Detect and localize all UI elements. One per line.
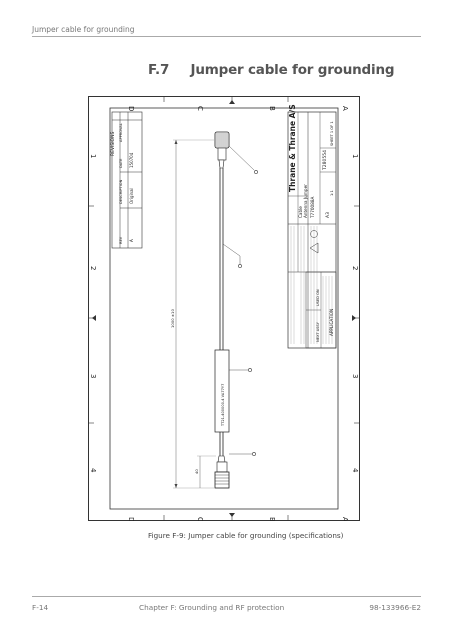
callouts bbox=[222, 145, 258, 456]
figure-caption: Figure F-9: Jumper cable for grounding (… bbox=[148, 531, 344, 540]
top-connector-boot bbox=[218, 159, 225, 169]
cable-label: TT21-400000-4 VA77Y7 bbox=[221, 384, 225, 427]
company-name: Thrane & Thrane A/S bbox=[288, 104, 297, 192]
title-line-3: T770088A bbox=[310, 196, 315, 219]
callout-connector-bottom bbox=[252, 452, 256, 456]
bottom-connector-body bbox=[216, 461, 228, 473]
revision-date: 150704 bbox=[129, 152, 134, 168]
center-mark-bottom bbox=[229, 513, 235, 517]
next-assy-label: NEXT ASSY bbox=[316, 321, 320, 342]
zone-letter-top-b: B bbox=[268, 106, 276, 111]
zone-number-right-3: 3 bbox=[351, 374, 359, 378]
zone-letter-top-a: A bbox=[341, 106, 349, 111]
title-line-2: Antenna Jumper bbox=[303, 184, 308, 218]
running-header: Jumper cable for grounding bbox=[32, 25, 135, 34]
bottom-connector-nut bbox=[214, 471, 230, 489]
bottom-connector-boot bbox=[217, 455, 226, 463]
dimension-connector: 40 bbox=[194, 469, 199, 474]
dimension-total: 1000 ±10 bbox=[170, 309, 175, 328]
footer-rule bbox=[32, 596, 421, 597]
revisions-col-date: DATE bbox=[119, 158, 123, 168]
zone-number-left-4: 4 bbox=[89, 468, 97, 473]
page-number: F-14 bbox=[32, 603, 49, 612]
callout-connector-top bbox=[254, 170, 258, 174]
center-mark-top bbox=[229, 100, 235, 104]
zone-letter-top-d: D bbox=[127, 106, 135, 111]
projection-symbol-cone bbox=[309, 242, 319, 254]
document-number-footer: 98-133966-E2 bbox=[369, 603, 421, 612]
revisions-col-rev: REV bbox=[119, 236, 123, 244]
title-block: Thrane & Thrane A/S Cable Antenna Jumper… bbox=[287, 104, 337, 349]
zone-number-right-4: 4 bbox=[351, 468, 359, 473]
chapter-title: Chapter F: Grounding and RF protection bbox=[139, 603, 285, 612]
section-heading: F.7 Jumper cable for grounding bbox=[148, 62, 395, 78]
callout-cable bbox=[238, 264, 242, 268]
revisions-col-approval: APPROVAL bbox=[119, 123, 123, 142]
section-number: F.7 bbox=[148, 62, 170, 78]
top-connector-body bbox=[217, 147, 227, 161]
zone-number-left-2: 2 bbox=[89, 266, 97, 270]
sheet-size: A3 bbox=[325, 212, 331, 218]
technical-drawing: D C B A D C B A 1 2 3 4 1 2 3 4 REVISION… bbox=[88, 96, 360, 521]
revisions-col-description: DESCRIPTION bbox=[119, 179, 123, 204]
callout-label-sleeve bbox=[248, 368, 252, 372]
header-rule bbox=[32, 36, 421, 37]
sheet-number: SHEET 1 OF 1 bbox=[330, 121, 334, 146]
zone-number-right-2: 2 bbox=[351, 266, 359, 270]
title-line-1: Cable bbox=[298, 206, 303, 218]
section-title: Jumper cable for grounding bbox=[190, 62, 395, 78]
zone-number-left-3: 3 bbox=[89, 374, 97, 378]
zone-number-left-1: 1 bbox=[89, 154, 97, 158]
center-mark-right bbox=[352, 315, 356, 321]
application-label: APPLICATION bbox=[329, 309, 334, 336]
scale: 1:1 bbox=[330, 190, 334, 196]
revisions-title: REVISIONS bbox=[110, 132, 116, 156]
zone-letter-bottom-b: B bbox=[268, 517, 276, 521]
zone-letter-top-c: C bbox=[196, 106, 204, 111]
center-mark-left bbox=[92, 315, 96, 321]
drawing-inner-frame bbox=[109, 107, 339, 510]
drawing-border bbox=[88, 96, 360, 521]
label-sleeve bbox=[214, 349, 230, 433]
dimensions: 1000 ±10 40 bbox=[170, 139, 216, 489]
projection-symbol-circle bbox=[310, 230, 318, 238]
zone-number-right-1: 1 bbox=[351, 154, 359, 158]
zone-letter-bottom-a: A bbox=[341, 517, 349, 521]
zone-letter-bottom-d: D bbox=[127, 517, 135, 521]
revision-description: Original bbox=[129, 188, 134, 204]
document-number: T280554 bbox=[322, 150, 328, 171]
revision-rev: A bbox=[129, 239, 134, 242]
revisions-table: REVISIONS REV DESCRIPTION DATE APPROVAL … bbox=[110, 111, 143, 249]
used-on-label: USED ON bbox=[316, 289, 320, 306]
zone-letter-bottom-c: C bbox=[196, 517, 204, 521]
jumper-cable: TT21-400000-4 VA77Y7 bbox=[214, 131, 230, 489]
